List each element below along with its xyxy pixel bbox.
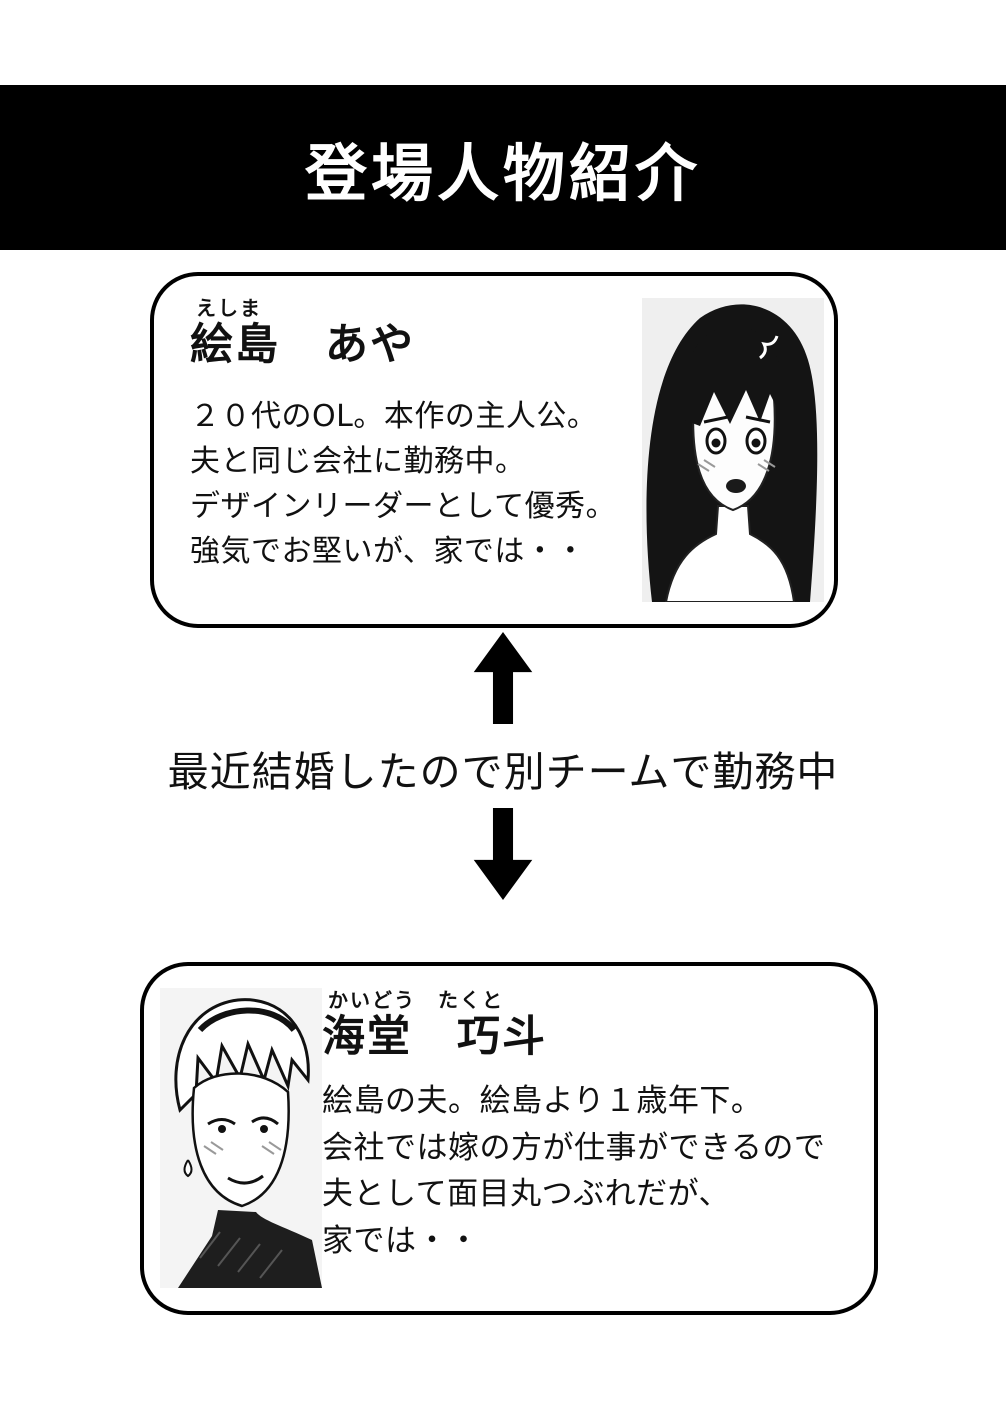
ejima-description-line: 強気でお堅いが、家では・・ xyxy=(190,534,586,570)
ejima-name: 絵島 あや xyxy=(190,320,415,370)
kaido-description-line: 夫として面目丸つぶれだが、 xyxy=(322,1176,730,1213)
kaido-description: 絵島の夫。絵島より１歳年下。 会社では嫁の方が仕事ができるので 夫として面目丸つ… xyxy=(322,1078,862,1264)
ejima-furigana: えしま xyxy=(196,296,262,320)
ejima-text-column: えしま 絵島 あや ２０代のOL。本作の主人公。 夫と同じ会社に勤務中。 デザイ… xyxy=(190,292,630,574)
ejima-description: ２０代のOL。本作の主人公。 夫と同じ会社に勤務中。 デザインリーダーとして優秀… xyxy=(190,394,630,574)
ejima-description-line: 夫と同じ会社に勤務中。 xyxy=(190,444,526,480)
kaido-description-line: 家では・・ xyxy=(322,1222,480,1259)
relationship-label: 最近結婚したので別チームで勤務中 xyxy=(167,748,839,796)
kaido-furigana: かいどう たくと xyxy=(328,988,504,1012)
kaido-description-line: 絵島の夫。絵島より１歳年下。 xyxy=(322,1083,763,1120)
ejima-description-line: デザインリーダーとして優秀。 xyxy=(190,489,617,525)
character-card-ejima-aya: えしま 絵島 あや ２０代のOL。本作の主人公。 夫と同じ会社に勤務中。 デザイ… xyxy=(150,272,838,628)
page-title: 登場人物紹介 xyxy=(304,136,701,210)
title-banner: 登場人物紹介 xyxy=(0,85,1006,250)
kaido-name: 海堂 巧斗 xyxy=(322,1012,547,1062)
takuto-portrait xyxy=(160,988,322,1288)
kaido-description-line: 会社では嫁の方が仕事ができるので xyxy=(322,1129,826,1166)
relationship-section: 最近結婚したので別チームで勤務中 xyxy=(0,632,1006,900)
ejima-description-line: ２０代のOL。本作の主人公。 xyxy=(190,399,598,435)
aya-portrait xyxy=(642,298,824,602)
character-card-kaido-takuto: かいどう たくと 海堂 巧斗 絵島の夫。絵島より１歳年下。 会社では嫁の方が仕事… xyxy=(140,962,878,1315)
kaido-text-column: かいどう たくと 海堂 巧斗 絵島の夫。絵島より１歳年下。 会社では嫁の方が仕事… xyxy=(322,984,862,1264)
down-arrow-icon xyxy=(472,808,534,900)
up-arrow-icon xyxy=(472,632,534,724)
